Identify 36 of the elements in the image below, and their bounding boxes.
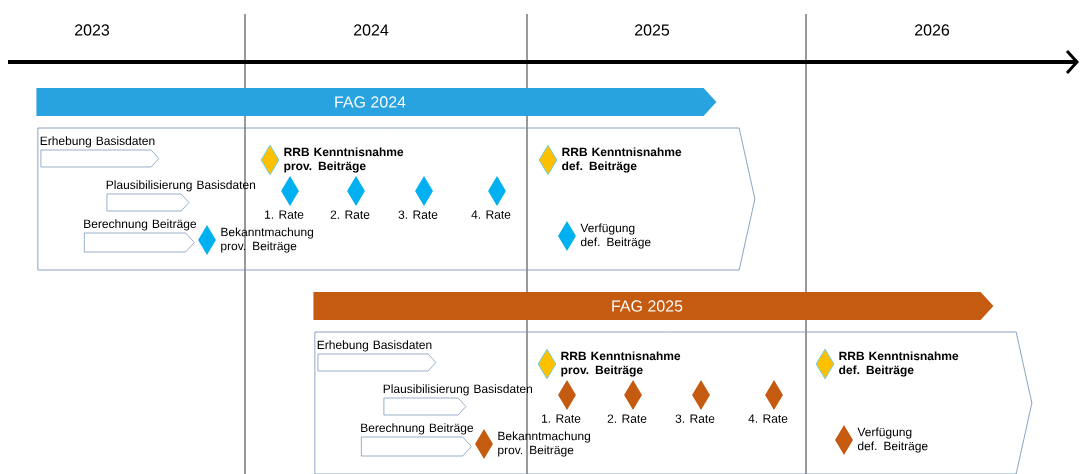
node-label: Plausibilisierung Basisdaten xyxy=(106,180,256,192)
task-bar: Erhebung Basisdaten xyxy=(40,136,160,168)
task-bar: Plausibilisierung Basisdaten xyxy=(383,384,532,416)
node-label: 4. Rate xyxy=(471,210,511,219)
year-label: 2026 xyxy=(915,24,950,36)
node-label: 3. Rate xyxy=(675,414,715,423)
phase-chevron xyxy=(37,127,756,271)
node-label: Plausibilisierung Basisdaten xyxy=(383,384,533,396)
node-label: RRB Kenntnisnahme def. Beiträge xyxy=(562,147,682,173)
year-label: 2023 xyxy=(75,24,110,36)
node-label: 4. Rate xyxy=(748,414,788,423)
year-label: 2024 xyxy=(354,24,389,36)
phase-chevron xyxy=(314,331,1033,474)
timeline-bar: FAG 2025 xyxy=(313,292,994,320)
node-label: Bekanntmachung prov. Beiträge xyxy=(221,227,314,253)
timeline-bar: FAG 2024 xyxy=(36,88,717,116)
node-label: Bekanntmachung prov. Beiträge xyxy=(498,431,591,457)
node-label: 2. Rate xyxy=(607,414,647,423)
task-bar: Berechnung Beiträge xyxy=(361,423,474,457)
node-label: RRB Kenntnisnahme prov. Beiträge xyxy=(284,147,404,173)
node-label: 2. Rate xyxy=(330,210,370,219)
node-label: 1. Rate xyxy=(542,414,581,423)
year-label: 2025 xyxy=(635,24,670,36)
node-label: Erhebung Basisdaten xyxy=(317,340,432,352)
task-bar: Berechnung Beiträge xyxy=(84,219,197,253)
node-label: Verfügung def. Beiträge xyxy=(857,427,928,453)
node-label: Berechnung Beiträge xyxy=(84,219,197,231)
node-label: 3. Rate xyxy=(398,210,438,219)
node-label: Verfügung def. Beiträge xyxy=(580,223,651,249)
task-bar: Erhebung Basisdaten xyxy=(317,340,437,372)
node-label: RRB Kenntnisnahme def. Beiträge xyxy=(839,351,959,377)
node-label: Berechnung Beiträge xyxy=(361,423,474,435)
node-label: RRB Kenntnisnahme prov. Beiträge xyxy=(561,351,681,377)
task-bar: Plausibilisierung Basisdaten xyxy=(106,180,255,212)
node-label: Erhebung Basisdaten xyxy=(40,136,155,148)
node-label: 1. Rate xyxy=(265,210,304,219)
